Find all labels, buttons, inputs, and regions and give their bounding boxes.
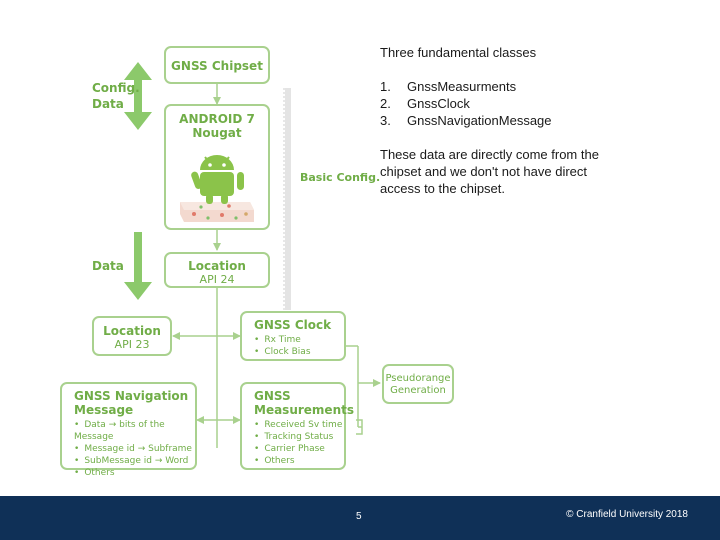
location-api24-title: Location: [188, 259, 246, 273]
gnss-meas-title-line1: GNSS: [254, 389, 291, 403]
gnss-meas-list: Received Sv time Tracking Status Carrier…: [254, 419, 344, 467]
gnss-chipset-box: GNSS Chipset: [164, 46, 270, 84]
chipset-note: These data are directly come from the ch…: [380, 147, 599, 196]
nav-bullet-target: bits of the Message: [74, 420, 165, 442]
list-item: Others: [254, 455, 344, 467]
nav-bullet-target: Word: [165, 456, 189, 466]
config-label-line1: Config.: [92, 81, 140, 95]
footer-bar: 5 © Cranfield University 2018: [0, 496, 720, 540]
basic-config-label: Basic Config.: [300, 171, 381, 184]
android-title: ANDROID 7: [179, 112, 255, 126]
list-item: Carrier Phase: [254, 443, 344, 455]
location-api23-title: Location: [103, 324, 161, 338]
location-api24-sub: API 24: [199, 273, 235, 286]
list-item: Rx Time: [254, 334, 344, 346]
nav-bullet-text: Data: [84, 420, 106, 430]
class-name: GnssMeasurments: [407, 79, 517, 94]
list-item: Clock Bias: [254, 346, 344, 358]
location-api24-box: Location API 24: [164, 252, 270, 288]
data-label: Data: [92, 259, 124, 273]
gnss-measurements-box: GNSS Measurements Received Sv time Track…: [240, 382, 354, 470]
list-item: Others: [74, 467, 195, 479]
list-number: 2.: [380, 96, 391, 111]
location-api23-sub: API 23: [114, 338, 150, 351]
nav-bullet-target: Subframe: [148, 444, 192, 454]
location-api23-box: Location API 23: [92, 316, 172, 356]
gnss-nav-list: Data → bits of the Message Message id → …: [74, 419, 195, 479]
data-down-arrow: [124, 232, 152, 300]
pseudorange-line1: Pseudorange: [385, 373, 451, 384]
config-data-double-arrow: [124, 62, 152, 130]
nav-bullet-text: SubMessage id: [84, 456, 152, 466]
gnss-nav-title-line1: GNSS Navigation: [74, 389, 189, 403]
gnss-clock-box: GNSS Clock Rx Time Clock Bias: [240, 311, 346, 361]
android-box: ANDROID 7 Nougat: [164, 104, 270, 230]
list-item: 3. GnssNavigationMessage: [380, 112, 552, 129]
android-nougat-image: [180, 155, 254, 222]
list-item: Tracking Status: [254, 431, 344, 443]
android-subtitle: Nougat: [192, 126, 242, 140]
list-number: 1.: [380, 79, 391, 94]
nav-bullet-text: Message id: [84, 444, 135, 454]
list-item: 2. GnssClock: [380, 95, 552, 112]
class-name: GnssClock: [407, 96, 470, 111]
list-number: 3.: [380, 113, 391, 128]
list-item: Message id → Subframe: [74, 443, 195, 455]
list-item: SubMessage id → Word: [74, 455, 195, 467]
gnss-clock-list: Rx Time Clock Bias: [254, 334, 344, 358]
config-label-line2: Data: [92, 97, 124, 111]
right-arrow-icon: →: [137, 444, 146, 454]
right-arrow-icon: →: [108, 420, 117, 430]
page-number: 5: [356, 511, 362, 522]
basic-config-bracket: [285, 88, 291, 310]
gnss-nav-message-box: GNSS Navigation Message Data → bits of t…: [60, 382, 197, 478]
list-item: 1. GnssMeasurments: [380, 78, 552, 95]
list-item: Data → bits of the Message: [74, 419, 195, 443]
gnss-clock-title: GNSS Clock: [254, 318, 332, 332]
copyright-text: © Cranfield University 2018: [566, 509, 688, 520]
class-name: GnssNavigationMessage: [407, 113, 552, 128]
pseudorange-line2: Generation: [390, 385, 446, 396]
gnss-chipset-title: GNSS Chipset: [171, 59, 263, 73]
right-arrow-icon: →: [154, 456, 163, 466]
classes-list: 1. GnssMeasurments 2. GnssClock 3. GnssNavi…: [380, 78, 552, 129]
gnss-meas-title-line2: Measurements: [254, 403, 354, 417]
classes-heading: Three fundamental classes: [380, 45, 537, 60]
list-item: Received Sv time: [254, 419, 344, 431]
pseudorange-box: Pseudorange Generation: [382, 364, 454, 404]
config-label: Config. Data: [92, 80, 140, 112]
gnss-nav-title-line2: Message: [74, 403, 134, 417]
